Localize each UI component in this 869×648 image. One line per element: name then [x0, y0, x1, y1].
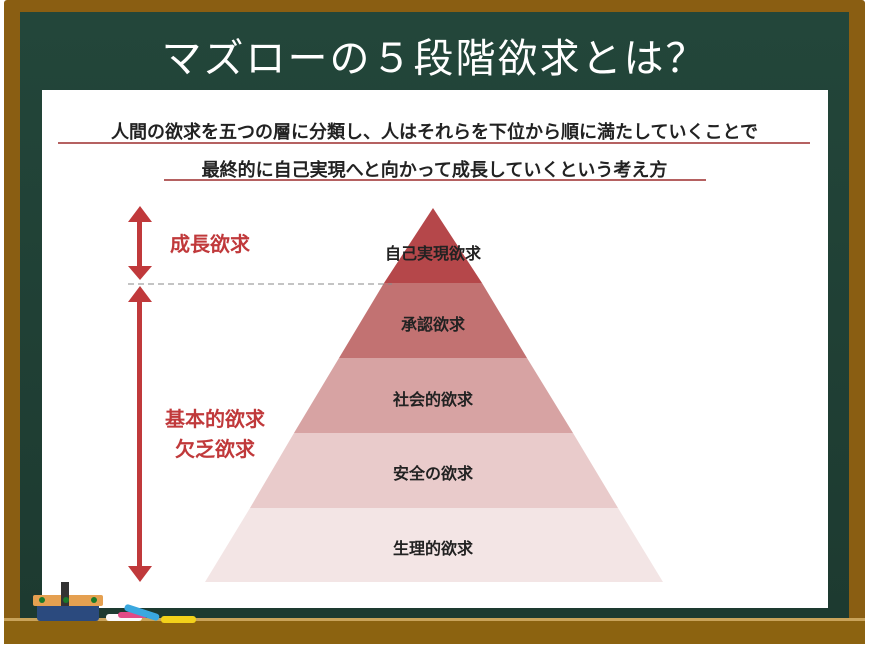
pyramid-level-3	[294, 358, 573, 433]
chalk-ledge	[4, 618, 865, 644]
growth-needs-label: 成長欲求	[170, 232, 250, 256]
level-safety: 安全の欲求	[392, 464, 473, 483]
underline	[58, 142, 810, 144]
growth-arrow	[128, 206, 152, 280]
pyramid-level-4	[250, 433, 618, 508]
page-title: マズローの５段階欲求とは？	[161, 36, 708, 82]
description-line-1: 人間の欲求を五つの層に分類し、人はそれらを下位から順に満たしていくことで	[111, 122, 758, 143]
chalk-pieces-icon	[106, 604, 196, 623]
pyramid-level-1	[384, 208, 482, 283]
level-esteem: 承認欲求	[400, 315, 465, 334]
level-social: 社会的欲求	[392, 390, 473, 409]
level-self-actualization: 自己実現欲求	[384, 244, 481, 263]
pyramid-level-5	[205, 508, 663, 582]
chalk-eraser-icon	[33, 582, 103, 621]
level-physiological: 生理的欲求	[392, 539, 473, 558]
description-line-2: 最終的に自己実現へと向かって成長していくという考え方	[201, 160, 668, 181]
pyramid-level-2	[339, 283, 527, 358]
deficiency-needs-label: 欠乏欲求	[175, 437, 255, 461]
basic-needs-label: 基本的欲求	[165, 407, 265, 431]
basic-arrow	[128, 286, 152, 582]
underline	[164, 179, 706, 181]
